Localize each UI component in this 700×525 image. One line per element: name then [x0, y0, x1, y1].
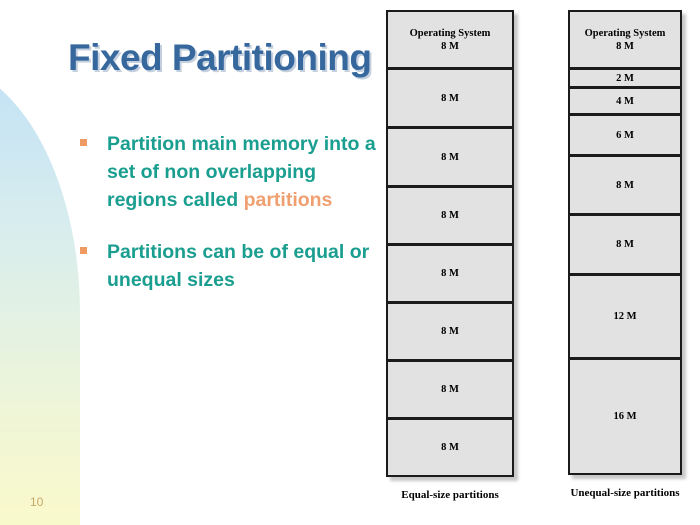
memory-block-size: 8 M — [616, 239, 634, 250]
bullet-text-lead: Partitions can be of equal or unequal si… — [107, 241, 370, 291]
memory-block-size: 2 M — [616, 72, 634, 84]
memory-block: 16 M — [568, 358, 682, 475]
memory-block-size: 8 M — [441, 268, 459, 279]
memory-block-size: 16 M — [613, 411, 637, 422]
bullet-text-highlight: partitions — [243, 189, 333, 211]
memory-block-size: 8 M — [441, 151, 459, 163]
memory-block-size: 8 M — [441, 384, 459, 395]
memory-block-size: 8 M — [441, 442, 459, 453]
memory-block-name: Operating System — [409, 27, 491, 39]
memory-block: 8 M — [386, 418, 514, 477]
memory-block: 8 M — [386, 127, 514, 187]
memory-block-size: 8 M — [616, 179, 634, 191]
list-item: Partition main memory into a set of non … — [80, 130, 380, 214]
memory-block-size: 8 M — [441, 210, 459, 221]
square-bullet-icon — [80, 139, 87, 146]
memory-block-size: 8 M — [441, 326, 459, 337]
square-bullet-icon — [80, 247, 87, 254]
list-item: Partitions can be of equal or unequal si… — [80, 238, 380, 294]
diagram-caption: Unequal-size partitions — [570, 487, 680, 499]
bullet-text: Partition main memory into a set of non … — [107, 130, 380, 214]
memory-block: 2 M — [568, 68, 682, 88]
memory-block: 4 M — [568, 87, 682, 115]
memory-block: 8 M — [386, 244, 514, 303]
bullet-list: Partition main memory into a set of non … — [80, 130, 380, 318]
memory-block: 8 M — [568, 155, 682, 215]
memory-block-size: 8 M — [441, 40, 459, 52]
diagram-caption: Equal-size partitions — [401, 489, 499, 501]
memory-block: 8 M — [386, 186, 514, 245]
slide-number: 10 — [30, 495, 44, 509]
bullet-text: Partitions can be of equal or unequal si… — [107, 238, 380, 294]
memory-block: 6 M — [568, 114, 682, 156]
memory-block: 8 M — [386, 302, 514, 361]
memory-block-size: 6 M — [616, 129, 634, 141]
memory-block: 12 M — [568, 274, 682, 359]
memory-block-name: Operating System — [584, 27, 666, 39]
memory-block-size: 8 M — [441, 92, 459, 104]
bullet-text-lead: Partition main memory into a set of non … — [107, 133, 376, 211]
page-title: Fixed Partitioning — [68, 36, 372, 78]
memory-block-size: 4 M — [616, 95, 634, 107]
memory-block-size: 12 M — [613, 311, 637, 322]
memory-block-size: 8 M — [616, 40, 634, 52]
memory-block: 8 M — [568, 214, 682, 275]
decorative-gradient-shape — [0, 62, 80, 525]
memory-block: 8 M — [386, 360, 514, 419]
memory-block: 8 M — [386, 68, 514, 128]
